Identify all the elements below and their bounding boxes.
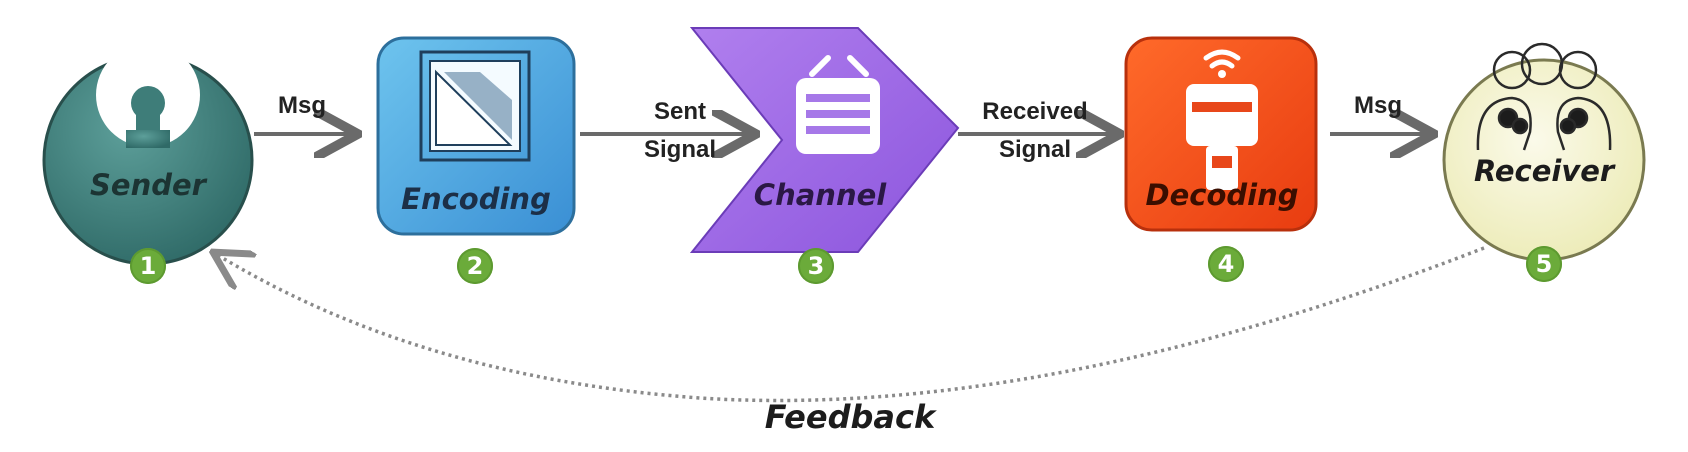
arrow-label-signal-1: Signal — [643, 136, 716, 163]
arrow-label-signal-2: Signal — [998, 136, 1071, 163]
arrow-label-msg-1: Msg — [278, 92, 326, 119]
sender-node — [42, 43, 254, 266]
encoding-square-icon — [419, 50, 531, 162]
encoding-label: Encoding — [401, 182, 551, 216]
radio-device-icon — [1186, 49, 1258, 190]
feedback-arrow — [216, 246, 1485, 403]
step-badge-3: 3 — [798, 248, 834, 284]
channel-label: Channel — [753, 178, 887, 212]
feedback-label: Feedback — [764, 398, 936, 436]
encoding-node — [376, 36, 576, 236]
arrow-label-msg-2: Msg — [1354, 92, 1402, 119]
step-badge-5: 5 — [1526, 246, 1562, 282]
tv-icon — [796, 55, 880, 154]
channel-node — [689, 27, 960, 253]
heads-thinking-icon — [1476, 42, 1612, 151]
step-badge-1: 1 — [130, 248, 166, 284]
decoding-node — [1124, 36, 1318, 232]
receiver-label: Receiver — [1474, 154, 1615, 188]
arrow-label-sent: Sent — [653, 98, 706, 125]
keyhole-icon — [96, 43, 200, 148]
arrow-label-received: Received — [982, 98, 1088, 125]
decoding-label: Decoding — [1145, 178, 1299, 212]
step-badge-4: 4 — [1208, 246, 1244, 282]
sender-label: Sender — [90, 168, 206, 202]
step-badge-2: 2 — [457, 248, 493, 284]
receiver-node — [1442, 42, 1646, 262]
